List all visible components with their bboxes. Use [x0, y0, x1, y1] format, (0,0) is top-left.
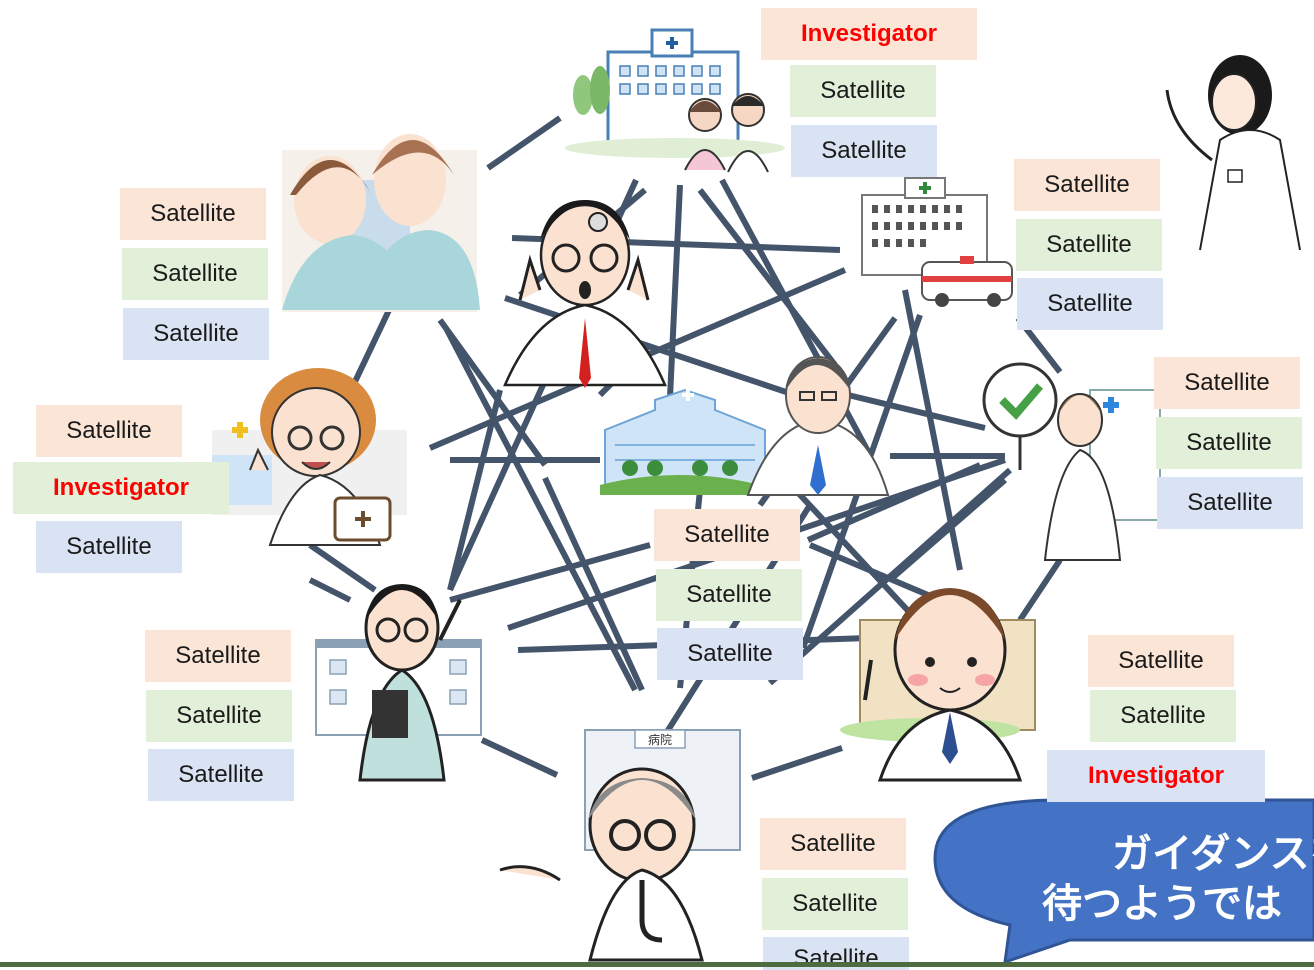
- central-hospital-icon: [600, 388, 766, 495]
- node-tag: Satellite: [1156, 417, 1302, 469]
- connection-line: [697, 188, 838, 367]
- nurse-pointing-icon: [1165, 55, 1301, 251]
- node-tag: Satellite: [791, 125, 937, 177]
- node-tag: Satellite: [1157, 477, 1303, 529]
- node-tag: Satellite: [657, 628, 803, 680]
- doctor-pointing-icon: [840, 588, 1036, 782]
- connection-line: [542, 476, 645, 692]
- node-tag: Satellite: [1088, 635, 1234, 687]
- connection-line: [847, 392, 986, 431]
- node-tag: Satellite: [762, 878, 908, 930]
- connection-line: [1017, 558, 1063, 622]
- node-tag: Investigator: [1047, 750, 1265, 802]
- connection-line: [308, 542, 377, 593]
- hospital-building-icon: [565, 28, 785, 173]
- node-tag: Satellite: [1016, 219, 1162, 271]
- node-tag: Satellite: [1154, 357, 1300, 409]
- connection-line: [751, 745, 843, 781]
- hospital-ambulance-icon: [861, 177, 1013, 307]
- connection-line: [480, 737, 559, 778]
- node-tag: Satellite: [123, 308, 269, 360]
- connection-line: [449, 542, 651, 603]
- node-tag: Satellite: [1090, 690, 1236, 742]
- callout-bubble: [933, 798, 1314, 965]
- node-tag: Satellite: [36, 405, 182, 457]
- node-tag: Satellite: [36, 521, 182, 573]
- node-tag: Satellite: [790, 65, 936, 117]
- senior-doctor-icon: 病院: [499, 729, 741, 962]
- node-tag: Investigator: [761, 8, 977, 60]
- doctor-shouting-icon: [503, 200, 667, 388]
- connection-line: [808, 542, 930, 598]
- nurses-cheering-icon: [282, 134, 480, 312]
- node-tag: Investigator: [13, 462, 229, 514]
- pharmacist-icon: [212, 368, 407, 546]
- bottom-divider: [0, 962, 1314, 967]
- node-tag: Satellite: [145, 630, 291, 682]
- node-tag: Satellite: [148, 749, 294, 801]
- connection-line: [447, 389, 503, 591]
- connection-line: [486, 115, 562, 171]
- connection-line: [888, 477, 1007, 583]
- node-tag: Satellite: [1017, 278, 1163, 330]
- callout-line-1: ガイダンスを: [1112, 831, 1314, 877]
- connection-line: [444, 328, 638, 692]
- callout-line-2: 待つようでは: [1042, 881, 1282, 927]
- doctor-clipboard-icon: [315, 584, 482, 782]
- node-tag: Satellite: [1014, 159, 1160, 211]
- nurse-checkmark-icon: [982, 362, 1161, 561]
- node-tag: Satellite: [760, 818, 906, 870]
- node-tag: Satellite: [654, 509, 800, 561]
- node-tag: Satellite: [146, 690, 292, 742]
- connection-line: [349, 306, 393, 390]
- node-tag: Satellite: [120, 188, 266, 240]
- doctor-glasses-icon: [746, 356, 890, 496]
- connection-line: [308, 577, 352, 603]
- svg-text:病院: 病院: [648, 732, 672, 747]
- node-tag: Satellite: [122, 248, 268, 300]
- node-tag: Satellite: [656, 569, 802, 621]
